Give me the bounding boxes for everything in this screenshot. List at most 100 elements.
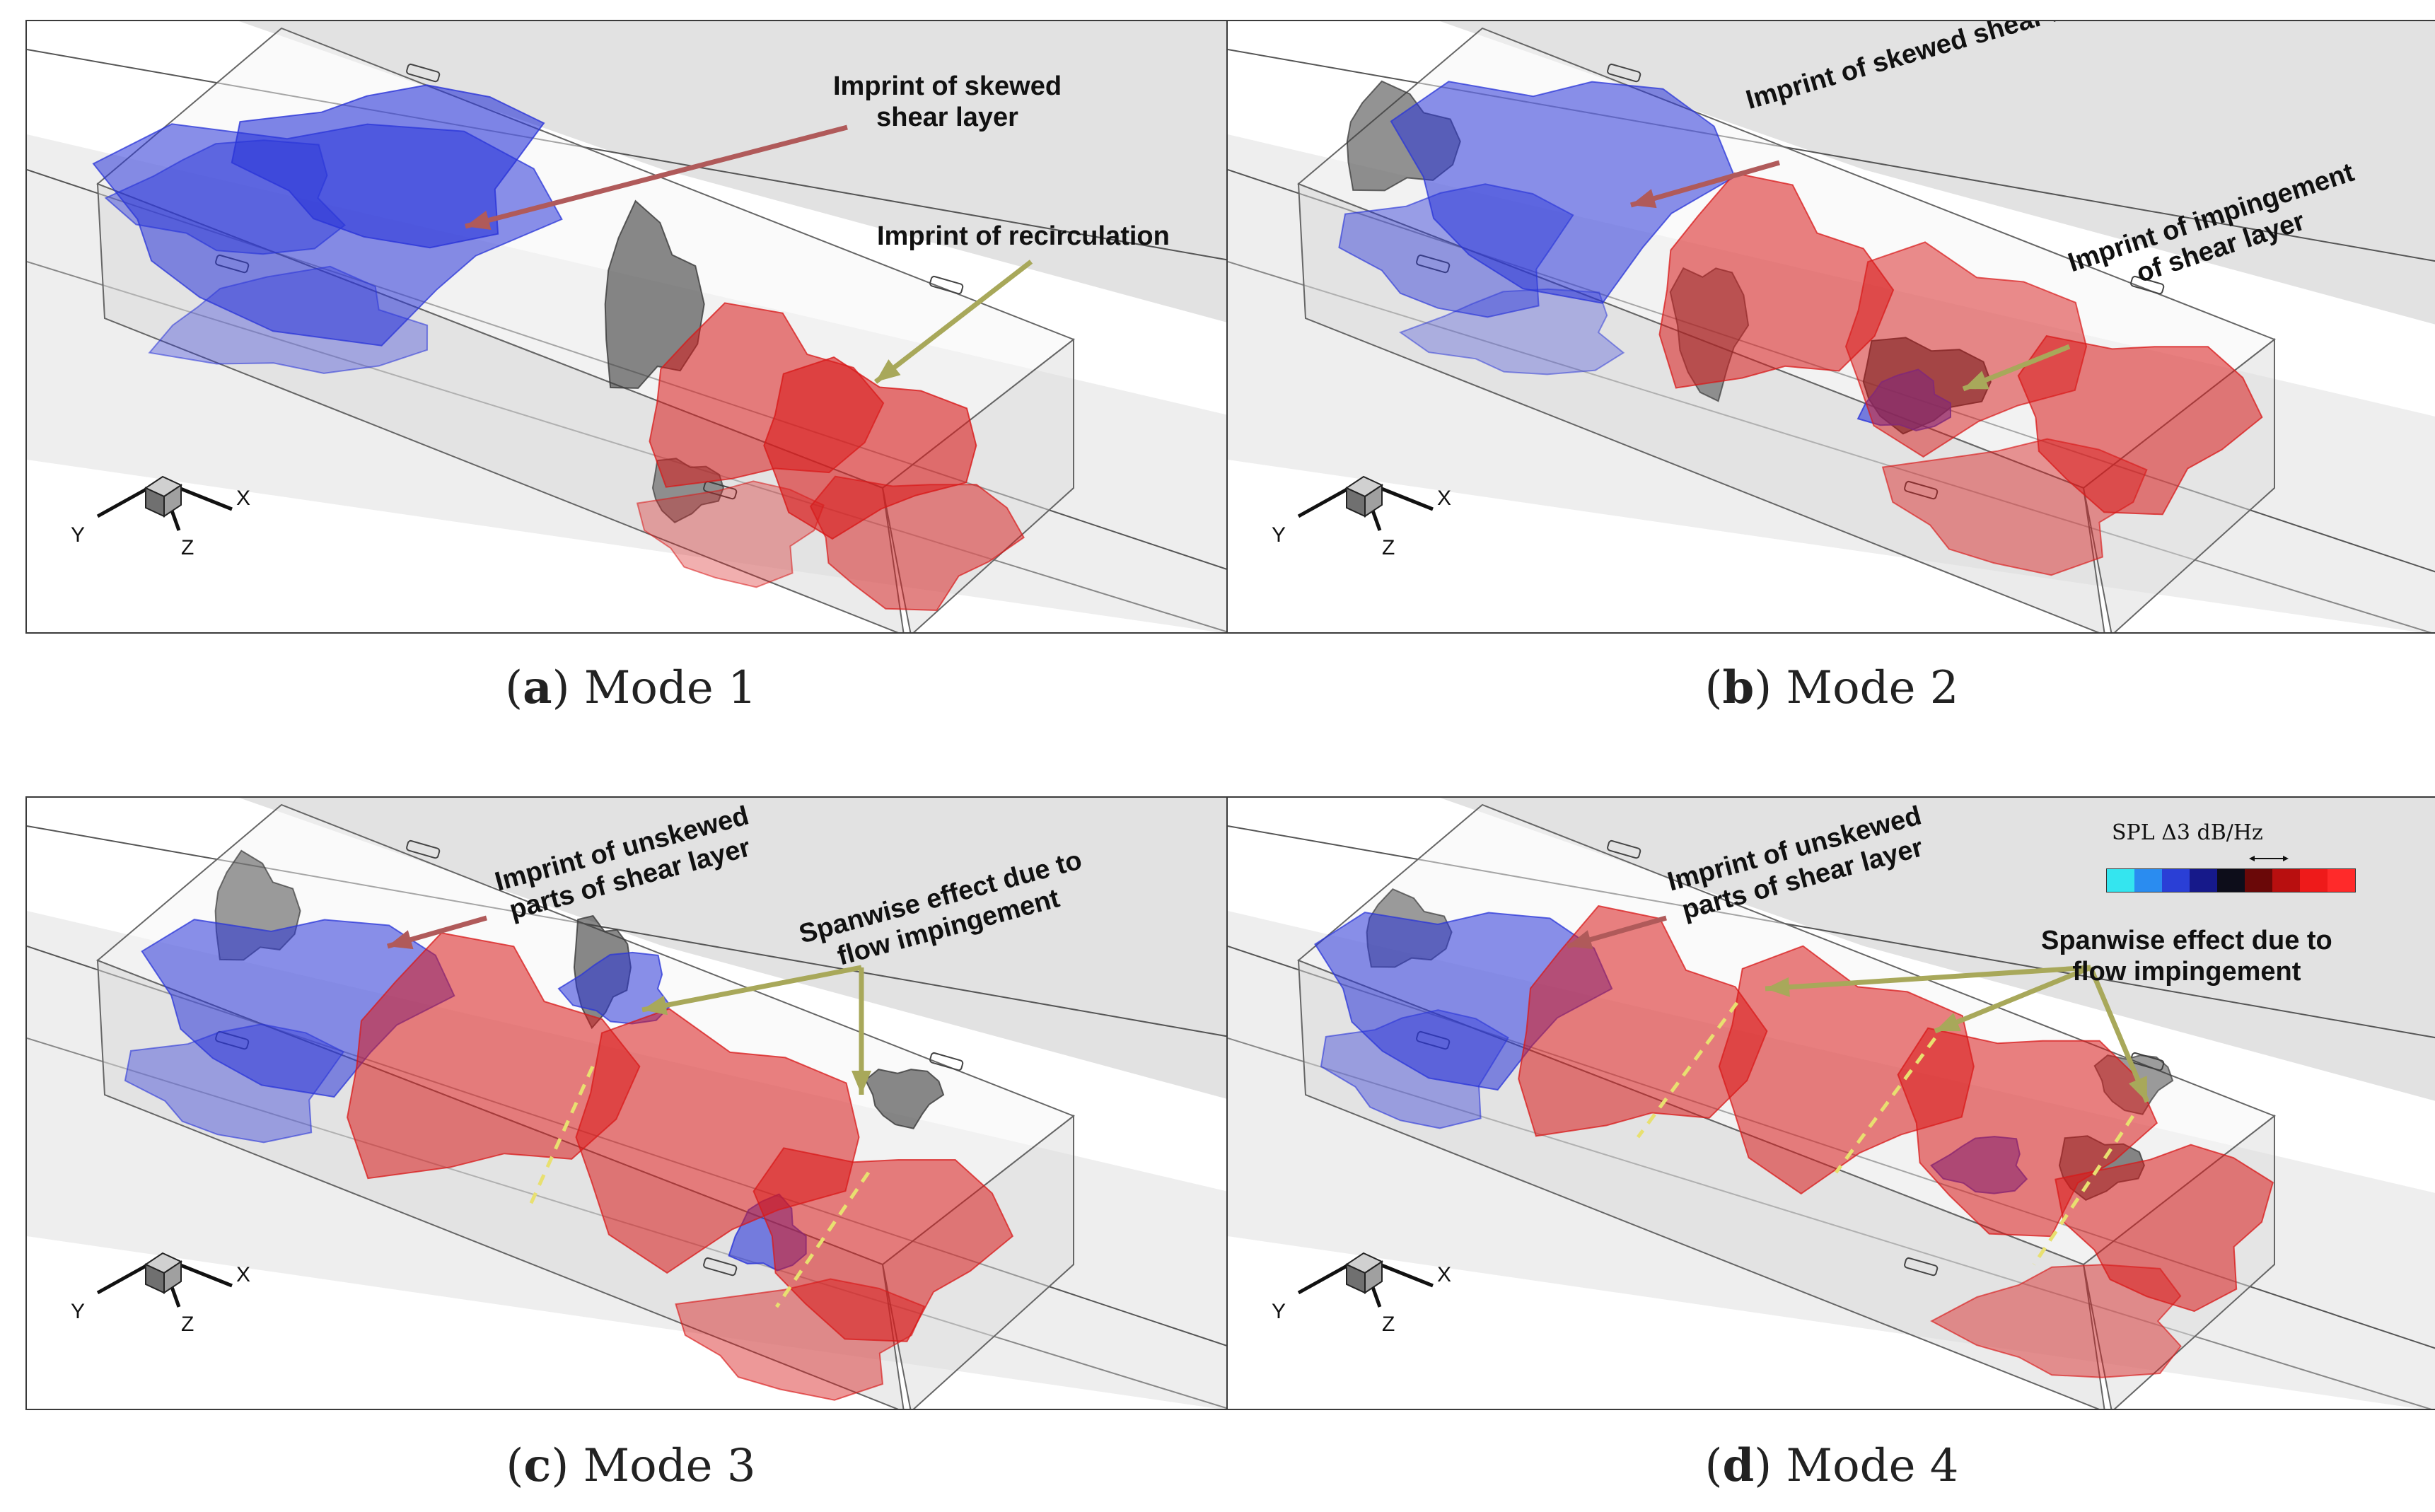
panel-d: Imprint of unskewed parts of shear layer… bbox=[1226, 796, 2435, 1410]
axis-x-label: X bbox=[1437, 1263, 1452, 1286]
annotation-arrow-head bbox=[642, 995, 668, 1016]
spl-blue-region bbox=[1338, 183, 1574, 318]
slot bbox=[406, 63, 441, 83]
spl-colorbar-legend: SPL Δ3 dB/Hz bbox=[2106, 820, 2375, 905]
annotation-arrow-head bbox=[876, 359, 901, 382]
triad-cube-right bbox=[1364, 484, 1383, 518]
spl-red-region bbox=[1518, 905, 1768, 1137]
annotation-arrow-head bbox=[465, 210, 492, 231]
spl-blue-region bbox=[1390, 81, 1736, 304]
spl-blue-region bbox=[124, 1023, 345, 1144]
colorbar-swatch bbox=[2134, 869, 2162, 892]
triad-cube-right bbox=[1364, 1260, 1383, 1294]
dashed-marker bbox=[2032, 1115, 2135, 1266]
dashed-marker bbox=[774, 1171, 871, 1308]
slot bbox=[703, 1257, 738, 1277]
spl-red-region bbox=[1930, 1264, 2182, 1378]
colorbar-swatch bbox=[2245, 869, 2272, 892]
spl-red-region bbox=[1881, 438, 2148, 576]
annotation-arrow bbox=[641, 965, 862, 1013]
slot bbox=[2130, 275, 2165, 295]
annotation-2: Spanwise effect due to flow impingement bbox=[2041, 926, 2332, 987]
flow-visualization bbox=[27, 21, 1235, 632]
spl-red-region bbox=[636, 480, 825, 588]
panel-b: Imprint of skewed shear layer Imprint of… bbox=[1226, 20, 2435, 634]
axis-x-label: X bbox=[1437, 487, 1452, 510]
flow-visualization bbox=[1228, 798, 2435, 1409]
spl-blue-region bbox=[1398, 288, 1625, 376]
annotation-arrow-head bbox=[1631, 189, 1657, 209]
axis-x-label: X bbox=[236, 487, 251, 510]
flow-visualization bbox=[1228, 21, 2435, 632]
flow-visualization bbox=[27, 798, 1235, 1409]
annotation-arrow-head bbox=[1935, 1013, 1961, 1032]
axis-z-label: Z bbox=[181, 1313, 194, 1336]
caption-a: (a) Mode 1 bbox=[505, 661, 757, 714]
slot bbox=[1607, 63, 1641, 83]
slot bbox=[929, 1052, 964, 1071]
annotation-arrow-head bbox=[388, 930, 414, 950]
annotation-arrow bbox=[1630, 160, 1780, 208]
axis-z-label: Z bbox=[181, 536, 194, 559]
axis-z-label: Z bbox=[1382, 1313, 1395, 1336]
slot bbox=[1607, 839, 1641, 859]
dashed-marker bbox=[1636, 1001, 1739, 1139]
spl-red-region bbox=[347, 932, 641, 1180]
axis-triad bbox=[96, 1252, 233, 1308]
annotation-arrow bbox=[873, 260, 1033, 384]
axis-triad bbox=[1297, 1252, 1434, 1308]
annotation-arrow bbox=[2088, 966, 2150, 1103]
colorbar-swatch bbox=[2162, 869, 2190, 892]
spl-red-region bbox=[1844, 241, 2088, 458]
axis-triad bbox=[96, 475, 233, 531]
slot bbox=[1904, 1257, 1939, 1277]
slot bbox=[929, 275, 964, 295]
axis-x-label: X bbox=[236, 1263, 251, 1286]
dashed-marker bbox=[1834, 1037, 1937, 1174]
spl-red-region bbox=[752, 1147, 1014, 1342]
triad-cube-right bbox=[163, 484, 182, 518]
spl-blue-region bbox=[231, 84, 545, 249]
caption-d: (d) Mode 4 bbox=[1704, 1439, 1959, 1492]
caption-b: (b) Mode 2 bbox=[1704, 661, 1959, 714]
axis-triad bbox=[1297, 475, 1434, 531]
dashed-marker bbox=[527, 1065, 595, 1209]
upper-plate bbox=[1440, 21, 2435, 325]
colorbar-swatch bbox=[2107, 869, 2134, 892]
panel-c: Imprint of unskewed parts of shear layer… bbox=[25, 796, 1236, 1410]
annotation-arrow bbox=[1934, 965, 2092, 1034]
annotation-arrow-head bbox=[1567, 930, 1593, 950]
spl-blue-region bbox=[104, 139, 347, 255]
annotation-2: Imprint of recirculation bbox=[877, 221, 1170, 251]
annotation-arrow-head bbox=[1963, 371, 1989, 390]
annotation-arrow bbox=[465, 124, 848, 229]
spl-red-region bbox=[809, 475, 1025, 612]
caption-c: (c) Mode 3 bbox=[506, 1439, 756, 1492]
colorbar-swatch bbox=[2190, 869, 2217, 892]
annotation-1: Imprint of skewed shear layer bbox=[833, 71, 1062, 132]
triad-cube-right bbox=[163, 1260, 182, 1294]
annotation-arrow-head bbox=[2128, 1076, 2147, 1102]
spl-red-region bbox=[1658, 172, 1895, 389]
colorbar-swatch bbox=[2272, 869, 2300, 892]
annotation-arrow bbox=[1765, 965, 2091, 991]
spl-blue-region bbox=[1314, 912, 1613, 1091]
cavity-side bbox=[1297, 182, 2105, 632]
slot bbox=[1904, 480, 1939, 500]
slot bbox=[1416, 254, 1451, 274]
upper-plate bbox=[239, 798, 1235, 1101]
colorbar-swatch bbox=[2328, 869, 2355, 892]
double-arrow-icon bbox=[2249, 856, 2289, 861]
spl-blue-region bbox=[148, 265, 429, 374]
spl-blue-region bbox=[1320, 1009, 1509, 1129]
spl-red-region bbox=[675, 1278, 926, 1401]
legend-title: SPL Δ3 dB/Hz bbox=[2112, 820, 2263, 845]
colorbar-swatch bbox=[2217, 869, 2245, 892]
spl-red-region bbox=[2017, 335, 2263, 516]
annotation-arrow-head bbox=[852, 1071, 871, 1095]
spl-red-region bbox=[1718, 945, 1975, 1195]
axis-z-label: Z bbox=[1382, 536, 1395, 559]
axis-y-label: Y bbox=[71, 523, 86, 547]
axis-y-label: Y bbox=[71, 1300, 86, 1323]
axis-y-label: Y bbox=[1272, 523, 1286, 547]
